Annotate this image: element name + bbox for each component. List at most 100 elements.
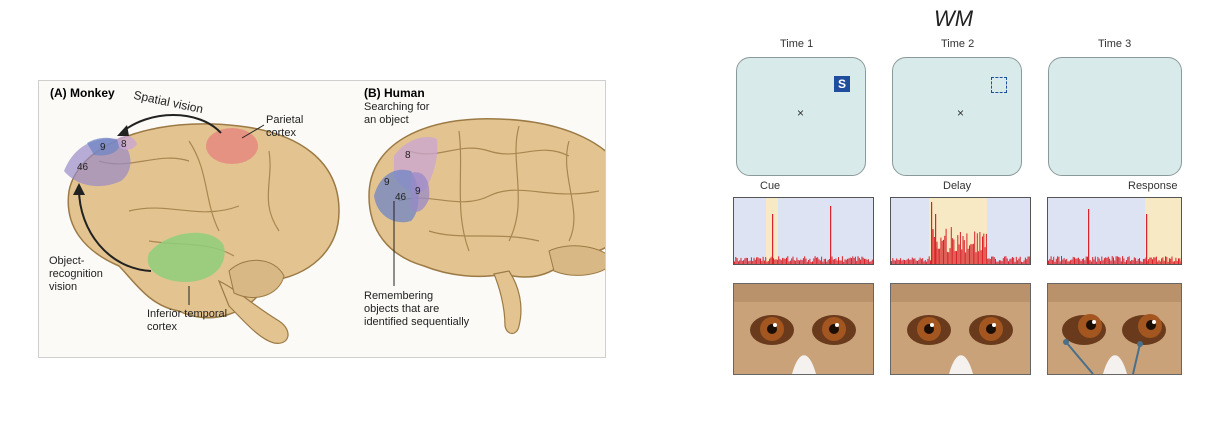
spike-bar [808, 260, 810, 264]
human-area-8: 8 [405, 150, 411, 161]
spike-bar [993, 257, 995, 264]
spike-bar [1116, 256, 1118, 264]
spike-bar [734, 261, 735, 264]
spike-bar [845, 259, 847, 264]
spike-bar [1090, 261, 1092, 264]
spike-bar [740, 257, 742, 264]
spike-bar [901, 260, 903, 264]
spike-bar [797, 260, 799, 264]
spike-bar [825, 258, 826, 264]
screen-time3 [1048, 57, 1182, 176]
spike-bar [800, 259, 802, 264]
human-area-9b: 9 [415, 186, 421, 197]
monkey-brain [64, 114, 340, 344]
spike-peak [935, 214, 937, 264]
spike-bar [1067, 261, 1069, 264]
empty-cue-location [991, 77, 1007, 93]
spike-bar [1122, 256, 1124, 264]
spike-bar [1066, 258, 1068, 264]
eye-movement-line-left [1065, 341, 1094, 374]
spike-bar [1170, 258, 1172, 264]
spike-bar [767, 261, 769, 264]
spike-bar [1137, 259, 1139, 264]
spike-bar [1074, 257, 1075, 264]
spike-bar [950, 227, 952, 264]
spike-bar [906, 259, 908, 264]
spike-bar [1008, 261, 1009, 264]
spike-bar [892, 258, 894, 264]
wm-title: WM [934, 6, 974, 31]
spike-bar [835, 258, 837, 264]
spike-bar [1102, 260, 1104, 264]
spike-bar [1118, 256, 1120, 264]
spike-bar [970, 244, 972, 264]
spike-bar [828, 259, 830, 264]
spike-bar [1129, 261, 1131, 264]
screen-time1: S × [736, 57, 866, 176]
cue-stimulus: S [834, 76, 850, 92]
spike-bar [976, 233, 978, 264]
spike-bar [957, 235, 959, 264]
spike-bar [753, 257, 755, 264]
spike-bar [1075, 258, 1077, 264]
spike-bar [1006, 258, 1008, 264]
spike-bar [1005, 256, 1007, 264]
spike-bar [952, 238, 954, 264]
spike-bar [939, 248, 941, 264]
spike-bar [1064, 259, 1066, 264]
spike-bar [1001, 261, 1003, 264]
human-area-9a: 9 [384, 177, 390, 188]
time1-label: Time 1 [780, 38, 814, 50]
raster-response-svg [1048, 198, 1181, 264]
spike-bar [782, 257, 784, 264]
spike-bar [1085, 256, 1087, 264]
spike-bar [865, 258, 867, 264]
spike-bar [834, 259, 836, 264]
spike-bar [739, 260, 741, 264]
spatial-vision-arrow [120, 114, 222, 134]
spike-bar [992, 256, 994, 264]
spike-bar [988, 258, 990, 264]
raster-cue-svg [734, 198, 873, 264]
spike-bar [914, 258, 916, 264]
spike-bar [770, 257, 772, 264]
spike-bar [1155, 256, 1157, 264]
spike-bar [893, 260, 895, 264]
spike-bar [915, 260, 917, 264]
spike-bar [787, 256, 789, 264]
monkey-area-8: 8 [121, 139, 127, 150]
spike-bar [987, 258, 989, 264]
spike-bar [1131, 259, 1133, 264]
spike-bar [736, 258, 738, 264]
spike-bar [980, 250, 982, 264]
spike-bar [821, 256, 823, 264]
spike-bar [1139, 258, 1140, 264]
spike-bar [783, 258, 785, 264]
spike-bar [1115, 256, 1117, 264]
spike-bar [904, 260, 905, 264]
spike-bar [1175, 257, 1177, 264]
spike-bar [762, 256, 764, 264]
spike-bar [741, 260, 743, 264]
spike-bar [756, 257, 758, 264]
spike-bar [928, 256, 930, 264]
spike-bar [940, 237, 942, 264]
spike-bar [975, 252, 977, 264]
spike-bar [870, 261, 872, 264]
spike-bar [1109, 258, 1111, 264]
spike-bar [858, 257, 860, 264]
spike-bar [849, 257, 851, 264]
spike-bar [985, 233, 987, 264]
spike-bar [1132, 260, 1134, 264]
spike-bar [788, 261, 790, 264]
spike-bar [752, 261, 754, 264]
spike-bar [843, 261, 845, 264]
spike-bar [1059, 261, 1061, 264]
spike-bar [823, 259, 825, 264]
spike-bar [898, 259, 900, 264]
spike-bar [861, 256, 863, 264]
spike-bar [1126, 260, 1127, 264]
object-recognition-label: Object- recognition vision [49, 255, 103, 293]
spike-bar [1153, 257, 1155, 264]
spike-bar [956, 251, 957, 264]
